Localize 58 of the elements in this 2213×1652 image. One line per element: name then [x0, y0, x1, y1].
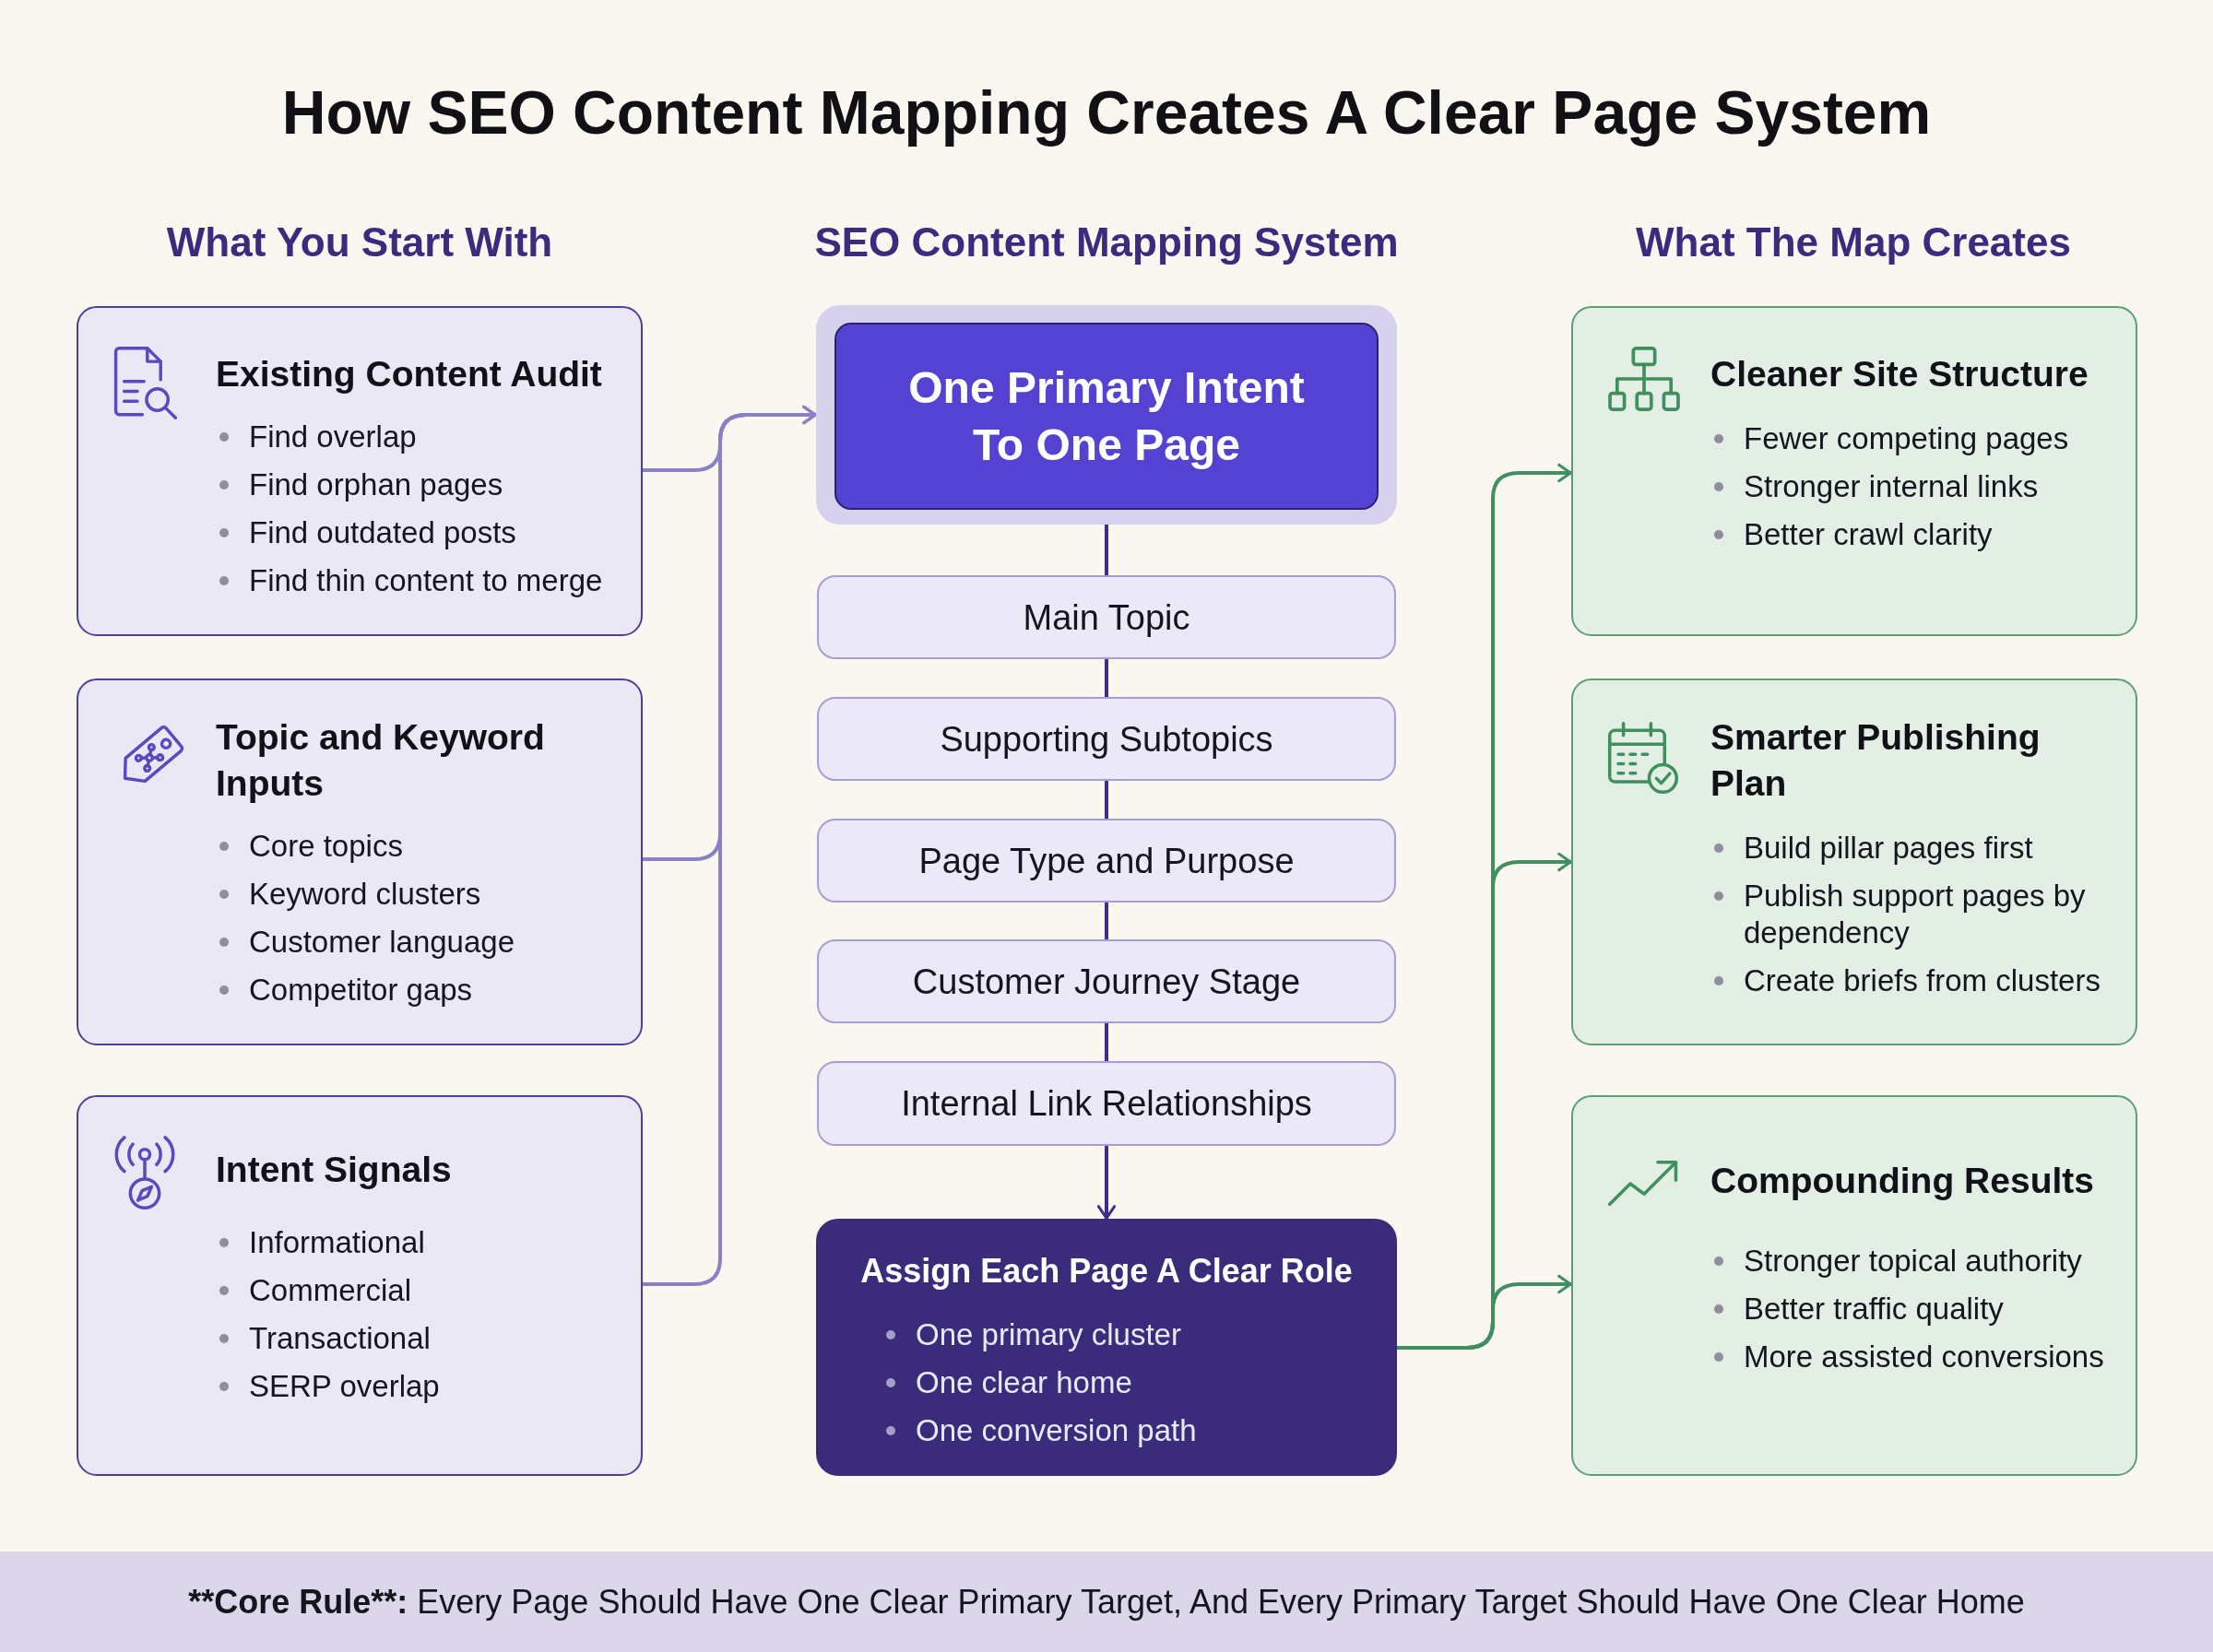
diagram-title: How SEO Content Mapping Creates A Clear Page System	[281, 77, 1932, 148]
outcome-card	[1571, 1095, 2137, 1476]
card-heading: Compounding Results	[1710, 1160, 2094, 1202]
bullet-item: Find outdated posts	[219, 514, 516, 551]
connector-arrow	[643, 405, 817, 1286]
bullet-item: Find orphan pages	[219, 466, 503, 503]
bullet-item: One primary cluster	[886, 1316, 1181, 1353]
bullet-item: Fewer competing pages	[1714, 420, 2069, 457]
bullet-item: One conversion path	[886, 1412, 1197, 1449]
process-box: Main Topic	[817, 575, 1396, 659]
process-box: Page Type and Purpose	[817, 819, 1396, 903]
bullet-item: Find thin content to merge	[219, 562, 603, 599]
bullet-item: Informational	[219, 1224, 425, 1261]
bullet-item: Customer language	[219, 924, 515, 961]
card-heading: Intent Signals	[216, 1149, 452, 1191]
card-heading: Existing Content Audit	[216, 353, 602, 395]
bullet-item: More assisted conversions	[1714, 1339, 2104, 1375]
outcome-card	[1571, 678, 2137, 1045]
card-heading: Cleaner Site Structure	[1710, 353, 2089, 395]
bullet-item: Transactional	[219, 1320, 431, 1357]
bullet-item: Find overlap	[219, 419, 417, 455]
column-heading: SEO Content Mapping System	[814, 218, 1399, 266]
column-heading: What The Map Creates	[1636, 218, 2071, 266]
column-heading: What You Start With	[166, 218, 553, 266]
rule-banner: **Core Rule**: Every Page Should Have One Clear Primary Target, And Every Primary Target Should Have One Clear Home	[0, 1552, 2213, 1652]
connector-arrow	[1397, 1274, 1572, 1350]
bullet-item: Create briefs from clusters	[1714, 962, 2101, 999]
process-box: Internal Link Relationships	[817, 1061, 1396, 1146]
intent-panel: One Primary Intent To One Page	[834, 323, 1379, 510]
input-card	[77, 678, 643, 1045]
bullet-item: Better crawl clarity	[1714, 516, 1993, 553]
input-card	[77, 1095, 643, 1476]
process-box: Supporting Subtopics	[817, 697, 1396, 781]
input-card	[77, 306, 643, 636]
bullet-item: Core topics	[219, 828, 403, 865]
connector-line	[1105, 903, 1108, 939]
bullet-item: Build pillar pages first	[1714, 830, 2033, 867]
bullet-item: Better traffic quality	[1714, 1291, 2004, 1328]
highlight-frame	[816, 305, 1397, 525]
card-heading: Assign Each Page A Clear Role	[860, 1251, 1353, 1292]
outcome-card	[1571, 306, 2137, 636]
bullet-item: SERP overlap	[219, 1368, 440, 1405]
card-heading: Topic and Keyword Inputs	[216, 716, 546, 805]
connector-line	[1105, 781, 1108, 819]
bullet-item: One clear home	[886, 1364, 1132, 1401]
card-heading: Smarter Publishing Plan	[1710, 716, 2041, 805]
connector-line	[1105, 525, 1108, 575]
process-box: Customer Journey Stage	[817, 939, 1396, 1023]
bullet-item: Stronger internal links	[1714, 468, 2039, 505]
bullet-item: Publish support pages by dependency	[1714, 878, 2119, 951]
bullet-item: Commercial	[219, 1272, 412, 1309]
bullet-item: Stronger topical authority	[1714, 1243, 2082, 1280]
connector-line	[1105, 1023, 1108, 1061]
connector-arrow	[1096, 1146, 1117, 1220]
bullet-item: Keyword clusters	[219, 876, 481, 913]
role-card	[816, 1219, 1397, 1476]
connector-line	[1105, 659, 1108, 697]
bullet-item: Competitor gaps	[219, 972, 473, 1009]
